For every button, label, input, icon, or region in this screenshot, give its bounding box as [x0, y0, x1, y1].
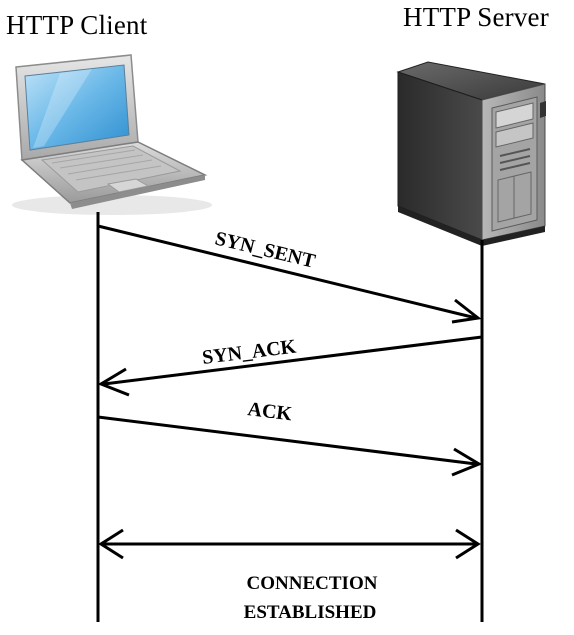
connection-label-line1: CONNECTION: [247, 573, 378, 594]
message-label-ack: ACK: [246, 398, 293, 425]
server-label: HTTP Server: [403, 2, 549, 32]
laptop-icon: [12, 54, 212, 215]
message-label-syn-ack: SYN_ACK: [201, 336, 298, 369]
message-arrow-syn-sent: [97, 224, 482, 324]
server-tower-icon: [396, 61, 546, 246]
client-label: HTTP Client: [6, 10, 148, 40]
connection-arrow: [98, 528, 481, 560]
connection-label-line2: ESTABLISHED: [244, 602, 377, 623]
message-arrow-syn-ack: [97, 335, 483, 397]
message-arrow-ack: [97, 415, 483, 477]
